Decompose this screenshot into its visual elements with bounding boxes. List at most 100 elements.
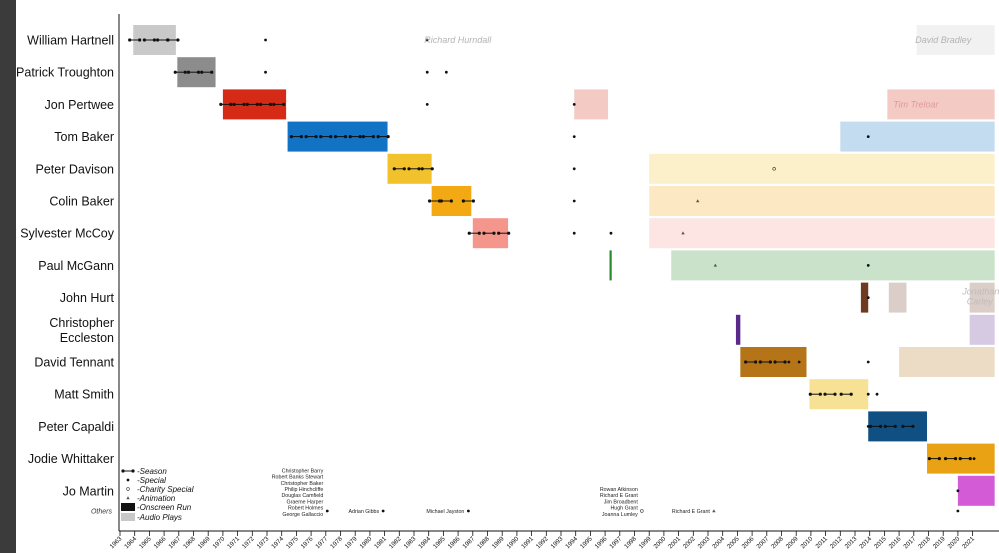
season-marker-tom-baker-0 [289,135,303,139]
others-name-1-0: Adrian Gibbs [349,509,380,515]
x-tick-label-1997: 1997 [608,535,623,550]
others-special-marker-5 [956,509,960,513]
x-tick-label-1983: 1983 [403,535,418,550]
special-marker-john-hurt-0 [866,296,870,299]
x-tick-label-2007: 2007 [755,535,770,550]
x-tick-label-2011: 2011 [814,535,829,550]
x-tick-label-2008: 2008 [770,535,785,550]
audio-band-jon-pertwee-0 [574,89,609,120]
ghost-label-richard-hurndall: Richard Hurndall [424,35,492,45]
others-charity-marker-3 [640,509,644,513]
special-marker-david-tennant-1 [797,360,801,364]
special-marker-patrick-troughton-2 [444,70,448,74]
legend-label-onscreen: -Onscreen Run [137,503,192,512]
season-marker-william-hartnell-0 [128,38,142,42]
audio-band-paul-mcgann-0 [671,250,995,281]
others-name-0-3: Philip Hinchcliffe [285,487,324,493]
x-tick-label-1977: 1977 [314,535,329,550]
season-marker-tom-baker-5 [361,135,376,139]
legend-season-symbol [121,469,135,473]
x-tick-label-1969: 1969 [197,535,212,550]
x-tick-label-1986: 1986 [447,535,462,550]
legend-charity-symbol [126,487,130,491]
x-tick-label-1985: 1985 [432,535,447,550]
x-tick-label-1981: 1981 [373,535,388,550]
ghost-label-jonathan: Jonathan [961,287,999,297]
legend-label-animation: -Animation [137,494,176,503]
season-marker-peter-capaldi-0 [868,424,883,428]
others-name-0-4: Douglas Camfield [281,493,323,499]
legend-special-symbol [126,478,130,482]
audio-band-tom-baker-0 [840,121,995,152]
doctor-label-sylvester-mccoy: Sylvester McCoy [20,227,115,241]
season-marker-sylvester-mccoy-0 [467,231,481,235]
legend-label-charity: -Charity Special [137,485,194,494]
season-marker-patrick-troughton-0 [173,70,187,74]
season-marker-colin-baker-2 [461,199,475,203]
x-tick-label-1972: 1972 [241,535,256,550]
season-marker-william-hartnell-1 [142,38,156,42]
special-marker-david-tennant-2 [866,360,870,364]
season-marker-david-tennant-0 [744,360,758,364]
others-name-0-5: Graeme Harper [286,499,323,505]
legend-label-season: -Season [137,467,167,476]
doctor-label-matt-smith: Matt Smith [54,388,114,402]
x-tick-label-2005: 2005 [726,535,741,550]
ghost-label-david-bradley: David Bradley [915,35,972,45]
ghost-label-carley: Carley [967,297,994,307]
x-tick-label-1965: 1965 [138,535,153,550]
special-marker-sylvester-mccoy-0 [572,231,576,235]
others-special-marker-1 [381,509,385,513]
x-tick-label-1980: 1980 [358,535,373,550]
x-tick-label-1984: 1984 [417,535,432,550]
doctor-label-jo-martin: Jo Martin [63,484,114,498]
season-marker-matt-smith-0 [808,392,822,396]
season-marker-sylvester-mccoy-2 [497,231,511,235]
special-marker-sylvester-mccoy-1 [609,231,613,235]
season-marker-tom-baker-6 [376,135,390,139]
legend-audio-symbol [121,513,135,521]
episode-markers [128,38,976,493]
others-name-3-4: Joanna Lumley [602,512,638,518]
special-marker-tom-baker-0 [572,135,576,139]
others-name-0-1: Robert Banks Stewart [272,475,324,481]
audio-band-john-hurt-1 [969,282,995,313]
season-marker-jodie-whittaker-1 [943,457,958,461]
others-special-marker-0 [325,509,329,513]
audio-band-john-hurt-0 [888,282,907,313]
x-tick-label-2019: 2019 [932,535,947,550]
doctor-label-patrick-troughton: Patrick Troughton [16,66,114,80]
season-marker-matt-smith-2 [839,392,853,396]
special-marker-colin-baker-0 [572,199,576,203]
season-marker-peter-davison-1 [407,167,421,171]
special-marker-peter-capaldi-0 [866,425,870,428]
season-marker-peter-davison-2 [420,167,434,171]
audio-band-david-tennant-0 [899,347,995,377]
others-row-label: Others [91,509,113,516]
season-marker-jon-pertwee-3 [258,102,273,106]
x-tick-label-2020: 2020 [946,535,961,550]
audio-band-christopher-eccleston-0 [969,314,995,345]
x-tick-label-1976: 1976 [300,535,315,550]
season-marker-david-tennant-2 [773,360,787,364]
others-name-2-0: Michael Jayston [426,509,464,515]
x-tick-label-2014: 2014 [858,535,873,550]
x-tick-label-2018: 2018 [917,535,932,550]
onscreen-bar-jo-martin-0 [957,475,995,506]
legend-onscreen-symbol [121,503,135,511]
x-tick-label-1998: 1998 [623,535,638,550]
x-tick-label-2010: 2010 [799,535,814,550]
audio-play-bands [574,25,995,377]
others-name-0-6: Robert Holmes [288,506,324,512]
audio-band-peter-davison-0 [649,153,995,184]
doctor-label-jon-pertwee: Jon Pertwee [45,98,115,112]
doctor-label-david-tennant: David Tennant [34,356,114,370]
season-marker-jon-pertwee-0 [219,102,233,106]
x-tick-label-2016: 2016 [888,535,903,550]
special-marker-patrick-troughton-0 [264,70,267,74]
x-tick-label-1989: 1989 [491,535,506,550]
x-tick-label-1974: 1974 [270,535,285,550]
special-marker-david-tennant-0 [787,360,791,364]
